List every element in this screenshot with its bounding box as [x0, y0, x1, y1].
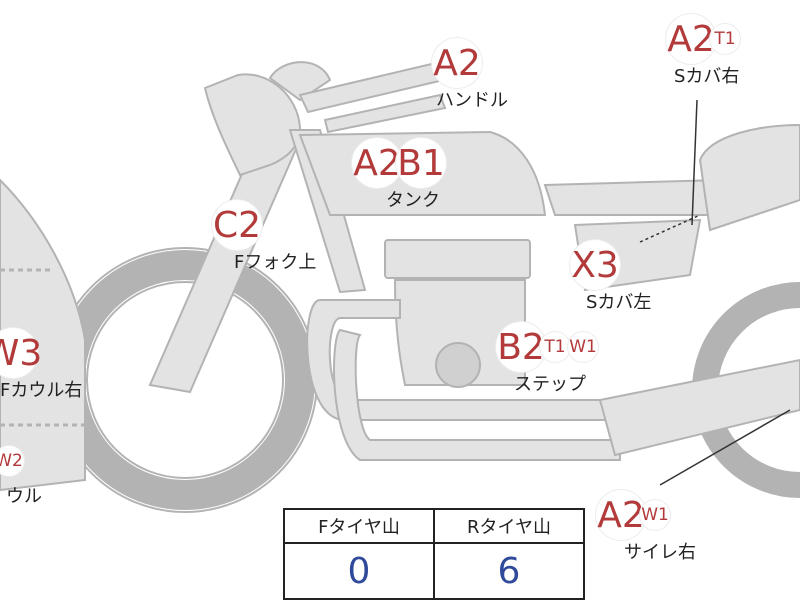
label-s-cover-left: X3 Sカバ左 [570, 240, 651, 314]
leader-line [691, 99, 698, 226]
part-name: ハンドル [436, 90, 508, 111]
grade-badge: A2 [352, 138, 402, 188]
part-name: サイレ右 [624, 542, 696, 563]
sub-grade-badge: W2 [0, 446, 24, 476]
part-name: Fフォク上 [234, 252, 317, 273]
sub-grade-badge: W1 [568, 332, 598, 362]
front-tire-header: Fタイヤ山 [283, 508, 435, 544]
front-tire-value: 0 [283, 542, 435, 600]
sub-grade-badge: T1 [710, 24, 740, 54]
grade-badge: A2 [666, 14, 716, 64]
grade-badge: A2 [432, 38, 482, 88]
part-name: Fカウル右 [0, 380, 83, 401]
part-name: Sカバ右 [674, 66, 740, 87]
grade-badge: A2 [596, 490, 646, 540]
grade-badge: X3 [570, 240, 620, 290]
grade-badge: B1 [396, 138, 446, 188]
label-silencer-right: A2 W1 サイレ右 [596, 490, 696, 564]
part-name: Sカバ左 [586, 292, 652, 313]
label-tank: A2 B1 タンク [352, 138, 446, 212]
label-f-fork-upper: C2 Fフォク上 [212, 200, 316, 274]
label-f-cowl-right: W3 Fカウル右 [0, 328, 82, 402]
leader-line [659, 409, 791, 486]
grade-badge: B2 [496, 322, 546, 372]
part-name: タンク [386, 190, 440, 211]
label-cowl-lower: W2 ウル [0, 446, 42, 508]
rear-tire-value: 6 [433, 542, 585, 600]
sub-grade-badge: W1 [640, 500, 670, 530]
engine [384, 239, 531, 279]
part-name: ウル [6, 486, 42, 507]
headlight [203, 73, 302, 177]
grade-badge: C2 [212, 200, 262, 250]
rear-tire-header: Rタイヤ山 [433, 508, 585, 544]
grade-badge: W3 [0, 328, 42, 378]
front-cowl [0, 178, 86, 492]
tire-tread-table: Fタイヤ山 Rタイヤ山 0 6 [283, 508, 585, 600]
label-handle: A2 ハンドル [432, 38, 508, 112]
part-name: ステップ [514, 374, 586, 395]
sub-grade-badge: T1 [540, 332, 570, 362]
label-step: B2 T1 W1 ステップ [496, 322, 598, 396]
label-s-cover-right: A2 T1 Sカバ右 [666, 14, 740, 88]
